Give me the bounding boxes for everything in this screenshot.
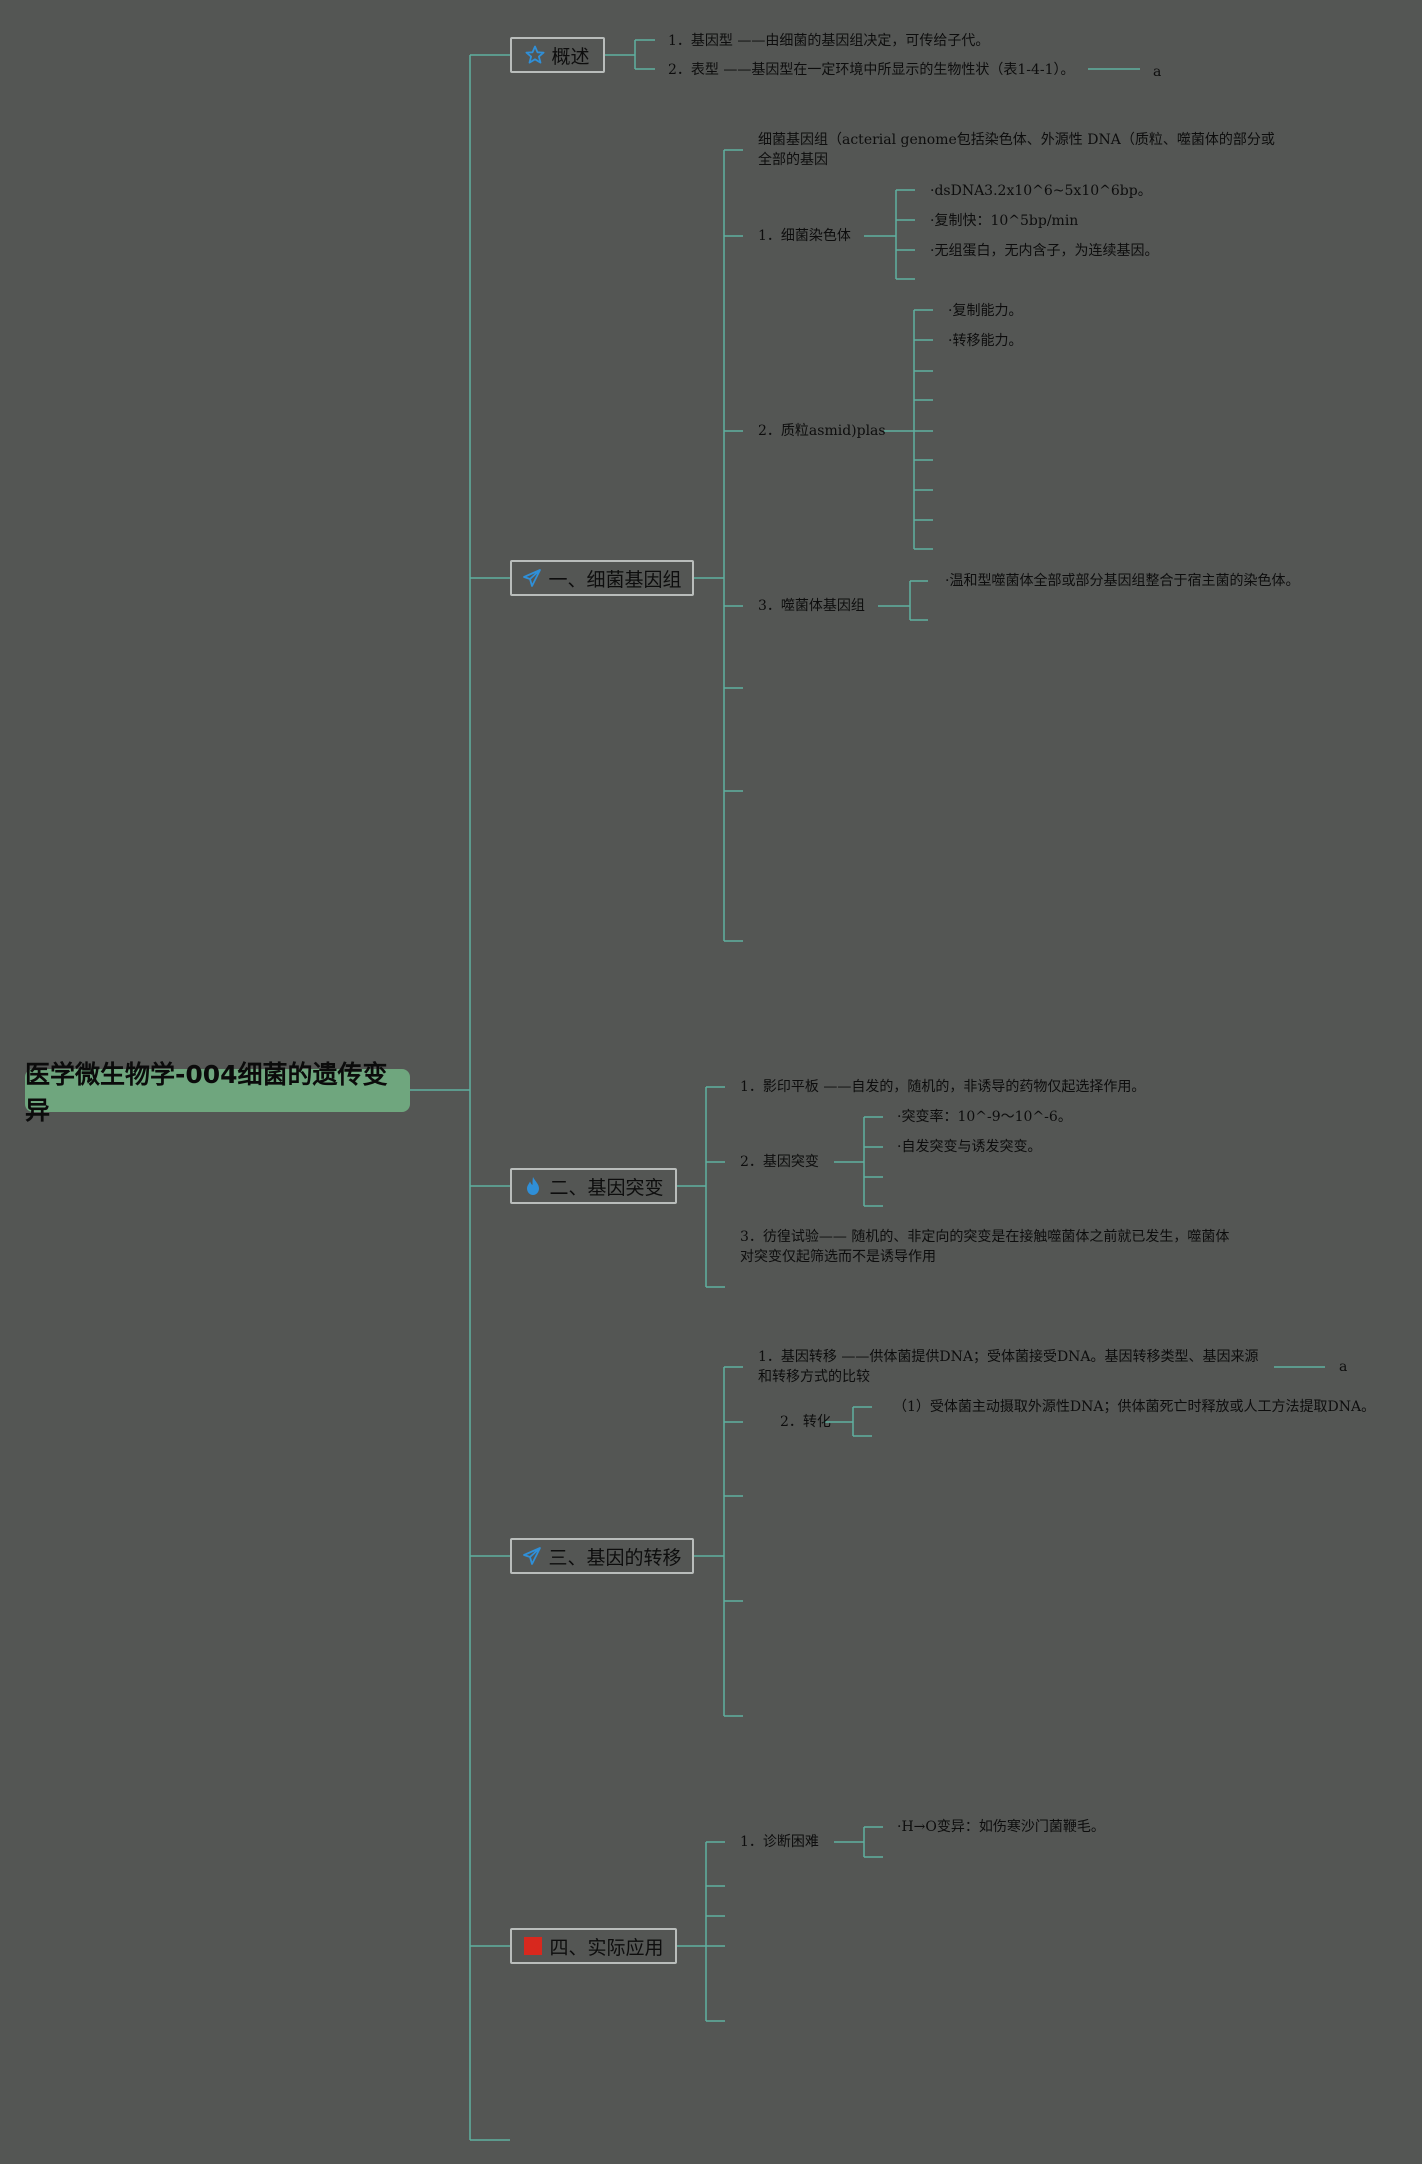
chromosome-item: ·复制快：10^5bp/min (930, 213, 1079, 229)
overview-item: 1．基因型 ——由细菌的基因组决定，可传给子代。 (668, 33, 990, 49)
section-label: 四、实际应用 (549, 1936, 664, 1959)
plasmid-item: ·转移能力。 (948, 333, 1023, 349)
section-mutation[interactable]: 二、基因突变 (510, 1168, 677, 1204)
gene-transfer-line: 1．基因转移 ——供体菌提供DNA；受体菌接受DNA。基因转移类型、基因来源 (758, 1349, 1259, 1365)
transformation-item: （1）受体菌主动摄取外源性DNA；供体菌死亡时释放或人工方法提取DNA。 (893, 1399, 1376, 1415)
section-label: 二、基因突变 (549, 1176, 664, 1199)
chromosome-label: 1．细菌染色体 (758, 228, 851, 244)
fluctuation-line: 3．彷徨试验—— 随机的、非定向的突变是在接触噬菌体之前就已发生，噬菌体 (740, 1229, 1230, 1245)
root-topic[interactable]: 医学微生物学-004细菌的遗传变异 (25, 1060, 410, 1125)
section-label: 概述 (551, 45, 590, 68)
star-icon (525, 45, 545, 64)
flame-icon (527, 1177, 540, 1195)
section-genome[interactable]: 一、细菌基因组 (510, 560, 694, 596)
diagnosis-label: 1．诊断困难 (740, 1834, 819, 1850)
genome-intro-line: 细菌基因组（acterial genome包括染色体、外源性 DNA（质粒、噬菌… (758, 132, 1275, 148)
transfer-note: a (1339, 1359, 1348, 1375)
section-transfer[interactable]: 三、基因的转移 (510, 1538, 694, 1574)
plasmid-item: ·复制能力。 (948, 303, 1023, 319)
replica-plating: 1．影印平板 ——自发的，随机的，非诱导的药物仅起选择作用。 (740, 1079, 1146, 1095)
genome-intro-line: 全部的基因 (758, 152, 828, 168)
section-label: 三、基因的转移 (548, 1546, 682, 1569)
phage-item: ·温和型噬菌体全部或部分基因组整合于宿主菌的染色体。 (945, 573, 1300, 589)
transformation-label: 2．转化 (780, 1414, 831, 1430)
phage-label: 3．噬菌体基因组 (758, 598, 865, 614)
mutation-label: 2．基因突变 (740, 1154, 819, 1170)
gene-transfer-line: 和转移方式的比较 (758, 1369, 870, 1385)
fluctuation-line: 对突变仅起筛选而不是诱导作用 (740, 1249, 936, 1265)
overview-note: a (1153, 64, 1162, 80)
paper-plane-icon (523, 1547, 542, 1565)
chromosome-item: ·dsDNA3.2x10^6~5x10^6bp。 (930, 183, 1152, 199)
paper-plane-icon (523, 569, 542, 587)
section-application[interactable]: 四、实际应用 (510, 1928, 677, 1964)
overview-item: 2．表型 ——基因型在一定环境中所显示的生物性状（表1-4-1）。 (668, 62, 1075, 78)
chromosome-item: ·无组蛋白，无内含子，为连续基因。 (930, 243, 1159, 259)
mutation-item: ·突变率：10^-9～10^-6。 (897, 1109, 1072, 1125)
plasmid-label: 2．质粒asmid)plas (758, 423, 886, 439)
mutation-item: ·自发突变与诱发突变。 (897, 1139, 1042, 1155)
red-square-icon (524, 1937, 543, 1955)
section-label: 一、细菌基因组 (548, 568, 682, 591)
section-overview[interactable]: 概述 (510, 37, 605, 73)
diagnosis-item: ·H→O变异：如伤寒沙门菌鞭毛。 (897, 1819, 1105, 1835)
